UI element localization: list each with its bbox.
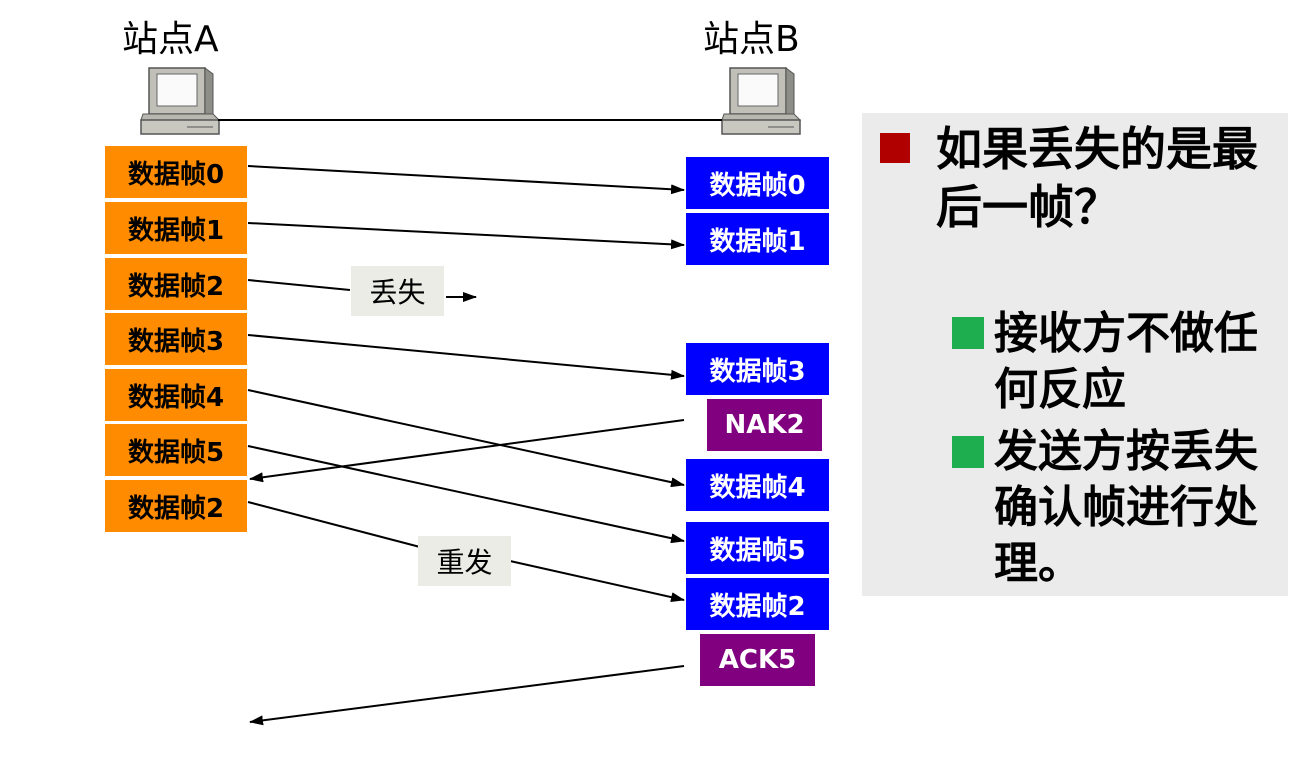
resend-tag: 重发	[418, 536, 511, 586]
receiver-frame-5: 数据帧5	[686, 522, 829, 574]
sender-frame: 数据帧2	[105, 480, 247, 532]
arrow-ack5	[249, 665, 685, 726]
arrow-frame4	[247, 389, 685, 488]
question-bullet-icon	[880, 133, 910, 163]
computer-b-icon	[721, 67, 802, 135]
arrow-frame5	[247, 445, 685, 544]
sender-frame: 数据帧0	[105, 146, 247, 198]
sender-frame: 数据帧2	[105, 258, 247, 310]
sender-frame: 数据帧1	[105, 202, 247, 254]
arrow-nak2	[249, 419, 685, 483]
station-b-label: 站点B	[703, 19, 800, 60]
computer-a-icon	[140, 67, 221, 135]
note-point: 发送方按丢失确认帧进行处理。	[994, 426, 1258, 589]
sender-frame: 数据帧3	[105, 313, 247, 365]
nak-frame: NAK2	[707, 399, 822, 451]
point-bullet-icon	[952, 317, 984, 349]
receiver-frame-4: 数据帧4	[686, 459, 829, 511]
arrow-frame0	[247, 165, 685, 195]
arrow-frame3	[247, 334, 685, 380]
ack-frame: ACK5	[700, 634, 815, 686]
arrow-frame1	[247, 222, 685, 250]
receiver-frame-3: 数据帧3	[686, 343, 829, 395]
note-panel	[862, 113, 1288, 596]
sender-frame: 数据帧4	[105, 369, 247, 421]
sender-frame: 数据帧5	[105, 424, 247, 476]
note-point: 接收方不做任何反应	[994, 308, 1258, 415]
arrow-frame2-resend-a	[247, 501, 421, 548]
receiver-frame-1: 数据帧1	[686, 213, 829, 265]
note-question: 如果丢失的是最后一帧？	[936, 122, 1258, 234]
point-bullet-icon	[952, 436, 984, 468]
receiver-frame-2: 数据帧2	[686, 578, 829, 630]
arrow-frame2-resend-b	[509, 560, 685, 603]
receiver-frame-0: 数据帧0	[686, 157, 829, 209]
arrow-frame2-lost-a	[247, 279, 351, 291]
station-a-label: 站点A	[122, 19, 219, 60]
lost-tag: 丢失	[351, 266, 444, 316]
